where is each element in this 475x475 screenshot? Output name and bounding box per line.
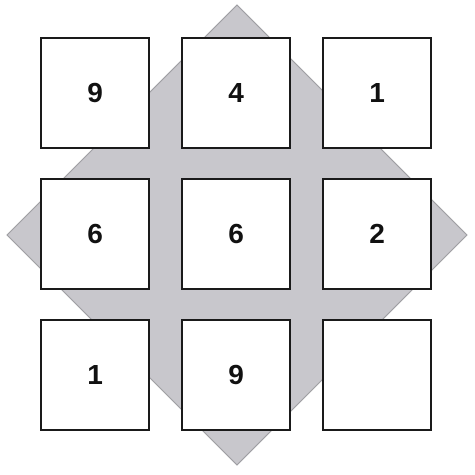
tile-r2-c3[interactable]: 2: [322, 178, 432, 290]
tile-value: 1: [369, 77, 385, 108]
tile-value: 2: [369, 218, 385, 249]
tile-r3-c1[interactable]: 1: [40, 319, 150, 431]
tile-value: 9: [87, 77, 103, 108]
tile-value: 4: [228, 77, 244, 108]
tile-value: 6: [228, 218, 244, 249]
tile-value: 6: [87, 218, 103, 249]
tile-value: 9: [228, 359, 244, 390]
tile-r3-c2[interactable]: 9: [181, 319, 291, 431]
tile-r2-c1[interactable]: 6: [40, 178, 150, 290]
tile-r2-c2[interactable]: 6: [181, 178, 291, 290]
tile-r1-c2[interactable]: 4: [181, 37, 291, 149]
tile-r3-c3-empty[interactable]: [322, 319, 432, 431]
tile-r1-c3[interactable]: 1: [322, 37, 432, 149]
tile-value: 1: [87, 359, 103, 390]
tile-r1-c1[interactable]: 9: [40, 37, 150, 149]
